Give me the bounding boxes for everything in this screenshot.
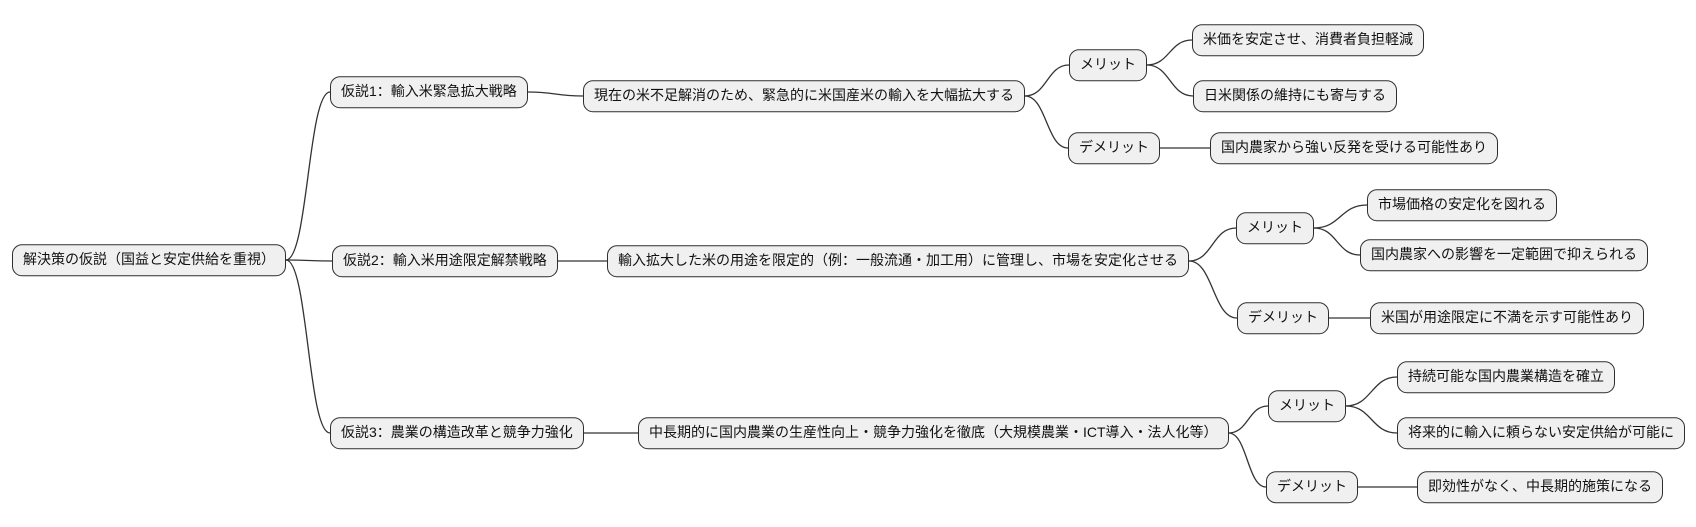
hypothesis-2-demerit-item: 米国が用途限定に不満を示す可能性あり [1370, 302, 1644, 334]
hypothesis-1-merit-label: メリット [1069, 49, 1147, 81]
hypothesis-1-merit-item: 米価を安定させ、消費者負担軽減 [1192, 24, 1424, 56]
hypothesis-2-merit-item: 国内農家への影響を一定範囲で抑えられる [1360, 239, 1648, 271]
root-node: 解決策の仮説（国益と安定供給を重視） [12, 244, 286, 276]
hypothesis-3-merit-item: 持続可能な国内農業構造を確立 [1397, 361, 1615, 393]
hypothesis-2-merit-label: メリット [1236, 212, 1314, 244]
hypothesis-2-merit-item: 市場価格の安定化を図れる [1367, 189, 1557, 221]
hypothesis-2-description: 輸入拡大した米の用途を限定的（例：一般流通・加工用）に管理し、市場を安定化させる [607, 245, 1189, 277]
hypothesis-3-demerit-item: 即効性がなく、中長期的施策になる [1417, 471, 1663, 503]
hypothesis-1-node: 仮説1：輸入米緊急拡大戦略 [330, 76, 528, 108]
hypothesis-1-description: 現在の米不足解消のため、緊急的に米国産米の輸入を大幅拡大する [583, 80, 1025, 112]
hypothesis-1-demerit-item: 国内農家から強い反発を受ける可能性あり [1210, 132, 1498, 164]
hypothesis-3-node: 仮説3：農業の構造改革と競争力強化 [330, 417, 584, 449]
hypothesis-2-demerit-label: デメリット [1237, 302, 1329, 334]
hypothesis-2-node: 仮説2：輸入米用途限定解禁戦略 [332, 245, 558, 277]
hypothesis-3-merit-item: 将来的に輸入に頼らない安定供給が可能に [1397, 417, 1685, 449]
hypothesis-1-demerit-label: デメリット [1068, 132, 1160, 164]
hypothesis-3-merit-label: メリット [1268, 390, 1346, 422]
hypothesis-3-demerit-label: デメリット [1266, 471, 1358, 503]
hypothesis-1-merit-item: 日米関係の維持にも寄与する [1193, 80, 1397, 112]
hypothesis-3-description: 中長期的に国内農業の生産性向上・競争力強化を徹底（大規模農業・ICT導入・法人化… [638, 417, 1229, 449]
